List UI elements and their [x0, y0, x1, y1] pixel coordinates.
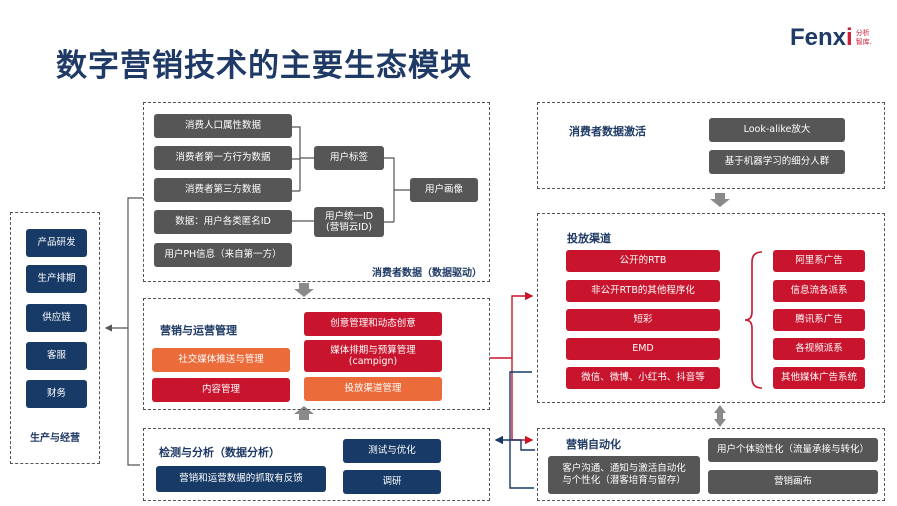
consumer-data-panel [143, 102, 490, 282]
channel-tencent-ads: 腾讯系广告 [773, 309, 865, 331]
channel-emd: EMD [566, 338, 720, 360]
automation-label: 营销自动化 [566, 438, 621, 451]
content-management-box: 内容管理 [152, 378, 290, 402]
channel-sms: 短彩 [566, 309, 720, 331]
customer-communication-box: 客户沟通、通知与激活自动化 与个性化（潜客培育与留存） [548, 456, 700, 494]
production-item-scheduling: 生产排期 [26, 265, 87, 293]
channel-alibaba-ads: 阿里系广告 [773, 250, 865, 272]
measurement-panel [143, 428, 490, 501]
logo-wordmark: Fenxi [790, 24, 853, 51]
channel-feed-ads: 信息流各派系 [773, 280, 865, 302]
automation-panel [537, 428, 885, 501]
channel-private-programmatic: 非公开RTB的其他程序化 [566, 280, 720, 302]
creative-management-box: 创意管理和动态创意 [304, 312, 442, 336]
source-box-third-party: 消费者第三方数据 [154, 178, 292, 202]
channel-management-box: 投放渠道管理 [304, 377, 442, 401]
marketing-ops-label: 营销与运营管理 [160, 324, 237, 337]
channels-panel [537, 213, 885, 403]
channels-label: 投放渠道 [567, 232, 611, 245]
production-panel [10, 212, 100, 464]
channel-public-rtb: 公开的RTB [566, 250, 720, 272]
research-box: 调研 [343, 470, 441, 494]
production-item-rnd: 产品研发 [26, 229, 87, 257]
channel-social-platforms: 微信、微博、小红书、抖音等 [566, 367, 720, 389]
production-item-supply-chain: 供应链 [26, 304, 87, 332]
activation-label: 消费者数据激活 [569, 125, 646, 138]
production-label: 生产与经营 [30, 433, 80, 444]
source-box-anonymous-id: 数据：用户各类匿名ID [154, 210, 292, 234]
activation-panel [537, 102, 885, 189]
marketing-canvas-box: 营销画布 [708, 470, 878, 494]
ml-segment-box: 基于机器学习的细分人群 [709, 150, 845, 174]
personalization-box: 用户个体验性化（流量承接与转化） [708, 438, 878, 462]
lookalike-box: Look-alike放大 [709, 118, 845, 142]
user-unified-id-box: 用户统一ID (营销云ID) [314, 207, 384, 237]
user-portrait-box: 用户画像 [410, 178, 478, 202]
production-item-customer-service: 客服 [26, 342, 87, 370]
logo-subtext: 分析智库. [855, 29, 872, 46]
page-title: 数字营销技术的主要生态模块 [56, 48, 472, 84]
user-tag-box: 用户标签 [314, 146, 384, 170]
test-optimize-box: 测试与优化 [343, 439, 441, 463]
channel-other-media: 其他媒体广告系统 [773, 367, 865, 389]
social-media-box: 社交媒体推送与管理 [152, 348, 290, 372]
measurement-label: 检测与分析（数据分析） [159, 446, 280, 459]
media-scheduling-box: 媒体排期与预算管理 (campign) [304, 340, 442, 372]
data-capture-box: 营销和运营数据的抓取有反馈 [156, 466, 326, 492]
channel-video-ads: 各视频派系 [773, 338, 865, 360]
consumer-data-label: 消费者数据（数据驱动） [372, 268, 482, 279]
source-box-first-party: 消费者第一方行为数据 [154, 146, 292, 170]
source-box-demographic: 消费人口属性数据 [154, 114, 292, 138]
fenxi-logo: Fenxi 分析智库. [790, 24, 878, 52]
production-item-finance: 财务 [26, 380, 87, 408]
source-box-ph-info: 用户PH信息（来自第一方） [154, 243, 292, 267]
marketing-ops-panel [143, 298, 490, 410]
